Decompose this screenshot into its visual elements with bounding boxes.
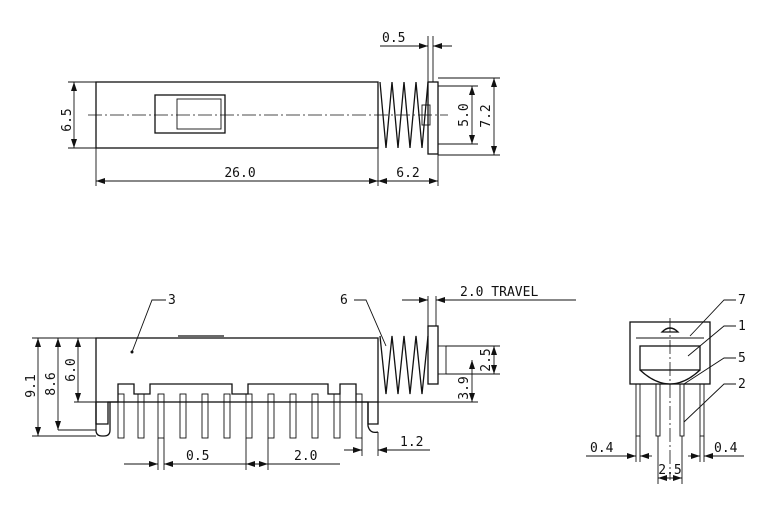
side-dim-total-height: 9.1	[24, 337, 96, 437]
pin	[179, 393, 187, 439]
top-dim-body-height: 6.5	[60, 81, 96, 149]
side-view: 3 6 2.0 TRAVEL 9.1	[24, 285, 576, 470]
side-callout-body-label: 3	[168, 293, 176, 308]
top-actuator-tab	[421, 104, 431, 126]
end-pin-left	[655, 383, 661, 437]
end-pin-right	[679, 383, 685, 437]
end-dim-left-clearance-label: 0.4	[590, 441, 614, 456]
side-actuator-plate	[427, 325, 439, 385]
end-top-cap	[660, 327, 680, 333]
end-dim-right-clearance: 0.4	[688, 436, 744, 462]
end-callout-base: 5	[683, 351, 746, 385]
end-callout-slider: 1	[687, 319, 746, 357]
end-callout-pin: 2	[683, 377, 746, 423]
side-callout-spring: 6	[340, 293, 387, 347]
top-dim-knob-inner: 5.0	[438, 85, 478, 145]
top-dim-spring-gap-label: 0.5	[382, 31, 405, 46]
side-dim-body-height: 8.6	[44, 338, 96, 431]
end-pin-left-outer	[635, 383, 641, 437]
side-dim-actuator-height: 2.5	[446, 345, 500, 375]
pin	[311, 393, 319, 439]
pin	[245, 393, 253, 439]
top-dim-spring-length: 6.2	[378, 154, 439, 186]
top-actuator-plate	[427, 81, 439, 155]
pin	[223, 393, 231, 439]
top-dim-body-length: 26.0	[95, 148, 379, 186]
pin	[333, 393, 341, 439]
side-dim-body-height-label: 8.6	[44, 372, 59, 395]
side-dim-pin-pitch: 0.5	[124, 438, 246, 470]
pin	[289, 393, 297, 439]
side-dim-actuator-height-label: 2.5	[479, 348, 494, 371]
top-dim-spring-gap: 0.5	[380, 31, 452, 82]
top-dim-knob-inner-label: 5.0	[457, 103, 472, 126]
side-pins	[117, 393, 363, 439]
top-dim-body-length-label: 26.0	[224, 166, 255, 181]
side-dim-actuator-offset-label: 3.9	[457, 376, 472, 399]
end-callout-base-label: 5	[738, 351, 746, 366]
side-right-bracket	[367, 402, 379, 434]
top-dim-spring-length-label: 6.2	[396, 166, 419, 181]
end-callout-pin-label: 2	[738, 377, 746, 392]
side-actuator-knob	[437, 345, 447, 375]
side-callout-body: 3	[130, 293, 176, 354]
side-dim-end-offset: 1.2	[344, 432, 430, 456]
side-base-profile	[95, 383, 379, 425]
end-dim-pin-spacing: 2.5	[657, 436, 683, 484]
side-dim-mount-height: 6.0	[64, 338, 110, 403]
side-dim-group-pitch: 2.0	[245, 438, 340, 470]
top-dim-overall-height: 7.2	[438, 77, 500, 156]
top-slider-knob-outer	[154, 94, 226, 134]
side-spring-coil	[379, 335, 429, 395]
side-callout-spring-label: 6	[340, 293, 348, 308]
side-body-outline	[95, 337, 379, 403]
pin	[137, 393, 145, 439]
side-dim-end-offset-label: 1.2	[400, 435, 423, 450]
side-dim-mount-height-label: 6.0	[64, 358, 79, 381]
end-dim-left-clearance: 0.4	[586, 436, 652, 462]
top-spring-coil	[379, 81, 429, 149]
end-dim-right-clearance-label: 0.4	[714, 441, 738, 456]
side-dim-travel: 2.0 TRAVEL	[402, 285, 576, 326]
end-dim-pin-spacing-label: 2.5	[658, 463, 681, 478]
side-left-bracket	[95, 402, 111, 437]
pin	[201, 393, 209, 439]
side-dim-pin-pitch-label: 0.5	[186, 449, 209, 464]
top-view: 0.5 6.5 5.0 7.2	[60, 31, 500, 186]
pin	[355, 393, 363, 439]
end-callout-top-label: 7	[738, 293, 746, 308]
pin	[267, 393, 275, 439]
pin	[157, 393, 165, 439]
end-base-arc	[639, 369, 701, 385]
end-pin-right-outer	[699, 383, 705, 437]
end-callout-slider-label: 1	[738, 319, 746, 334]
top-slider-knob-inner	[176, 98, 222, 130]
end-callout-top: 7	[689, 293, 746, 337]
side-dim-actuator-offset: 3.9	[378, 360, 478, 403]
pin	[117, 393, 125, 439]
side-dim-total-height-label: 9.1	[24, 374, 39, 397]
side-dim-travel-label: 2.0 TRAVEL	[460, 285, 538, 300]
top-dim-overall-height-label: 7.2	[479, 104, 494, 127]
end-view: 7 1 5 2 0.4	[586, 293, 746, 484]
top-dim-body-height-label: 6.5	[60, 108, 75, 131]
side-dim-group-pitch-label: 2.0	[294, 449, 317, 464]
